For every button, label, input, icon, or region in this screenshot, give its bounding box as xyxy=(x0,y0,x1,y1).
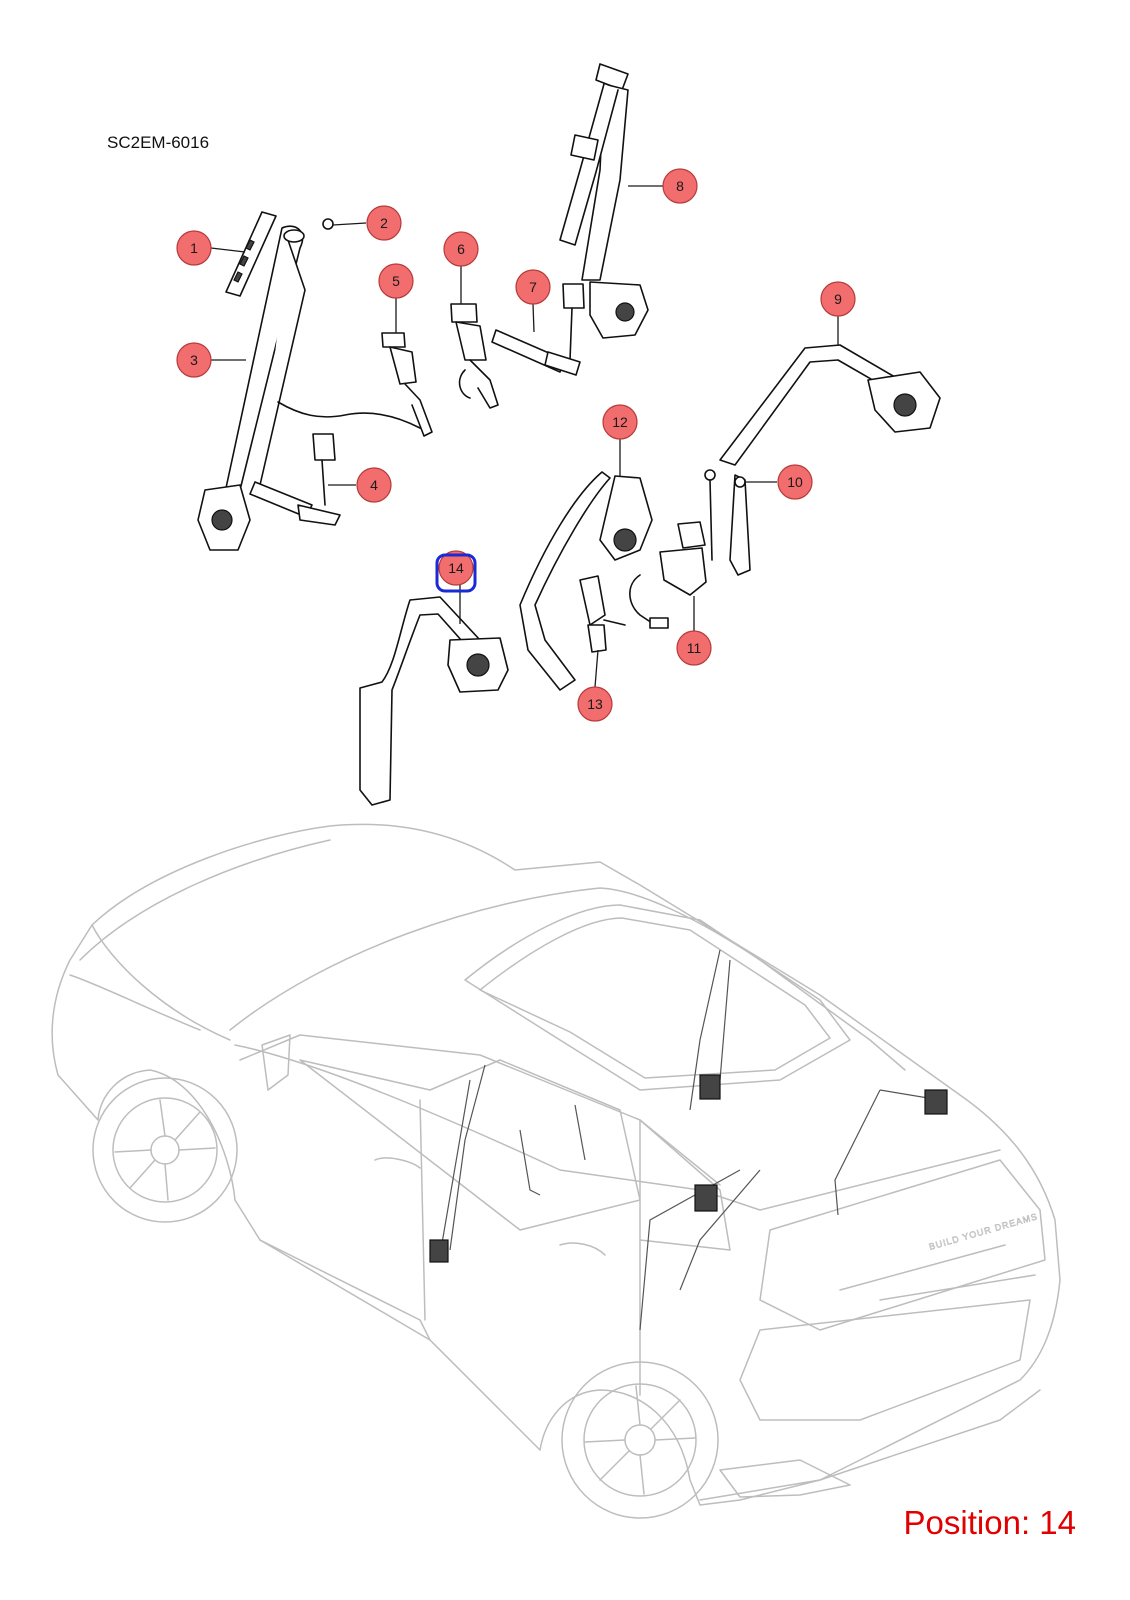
leader-lines xyxy=(210,185,839,688)
callout-3[interactable]: 3 xyxy=(176,342,212,378)
svg-text:3: 3 xyxy=(190,352,198,368)
selected-callout-highlight xyxy=(435,553,477,593)
callout-10[interactable]: 10 xyxy=(777,464,813,500)
part-buckle-set xyxy=(629,521,707,629)
position-label: Position: 14 xyxy=(903,1504,1076,1541)
svg-text:12: 12 xyxy=(612,414,628,430)
callout-8[interactable]: 8 xyxy=(662,168,698,204)
svg-text:5: 5 xyxy=(392,273,400,289)
svg-text:1: 1 xyxy=(190,240,198,256)
svg-text:14: 14 xyxy=(448,560,464,576)
part-front-buckle xyxy=(249,433,341,526)
svg-text:6: 6 xyxy=(457,241,465,257)
callout-9[interactable]: 9 xyxy=(820,281,856,317)
part-buckle-harness xyxy=(277,332,433,437)
callout-4[interactable]: 4 xyxy=(356,467,392,503)
svg-text:9: 9 xyxy=(834,291,842,307)
part-rear-right-belt xyxy=(719,344,941,466)
part-center-buckle-rear xyxy=(579,575,626,653)
part-rear-buckle-bar xyxy=(491,283,585,376)
part-lower-anchor xyxy=(704,469,751,576)
callout-5[interactable]: 5 xyxy=(378,263,414,299)
part-bolt xyxy=(322,218,334,230)
part-rear-outboard-belt xyxy=(559,63,649,339)
svg-text:4: 4 xyxy=(370,477,378,493)
diagram-code: SC2EM-6016 xyxy=(107,133,210,152)
part-height-adjuster xyxy=(225,211,277,297)
part-center-buckle xyxy=(450,303,499,409)
car-badge: BUILD YOUR DREAMS xyxy=(928,1211,1039,1252)
callout-12[interactable]: 12 xyxy=(602,404,638,440)
svg-text:2: 2 xyxy=(380,215,388,231)
part-rear-left-belt xyxy=(359,596,509,806)
svg-text:11: 11 xyxy=(687,640,702,656)
callout-11[interactable]: 11 xyxy=(676,630,712,666)
part-front-belt xyxy=(197,225,306,551)
car-outline: BUILD YOUR DREAMS xyxy=(51,823,1061,1519)
svg-text:10: 10 xyxy=(787,474,803,490)
svg-text:7: 7 xyxy=(529,279,537,295)
svg-text:13: 13 xyxy=(587,696,603,712)
callout-2[interactable]: 2 xyxy=(366,205,402,241)
callout-7[interactable]: 7 xyxy=(515,269,551,305)
callout-13[interactable]: 13 xyxy=(577,686,613,722)
callout-6[interactable]: 6 xyxy=(443,231,479,267)
callout-1[interactable]: 1 xyxy=(176,230,212,266)
callout-14[interactable]: 14 xyxy=(438,550,474,586)
svg-text:8: 8 xyxy=(676,178,684,194)
part-rear-center-belt xyxy=(519,471,653,691)
